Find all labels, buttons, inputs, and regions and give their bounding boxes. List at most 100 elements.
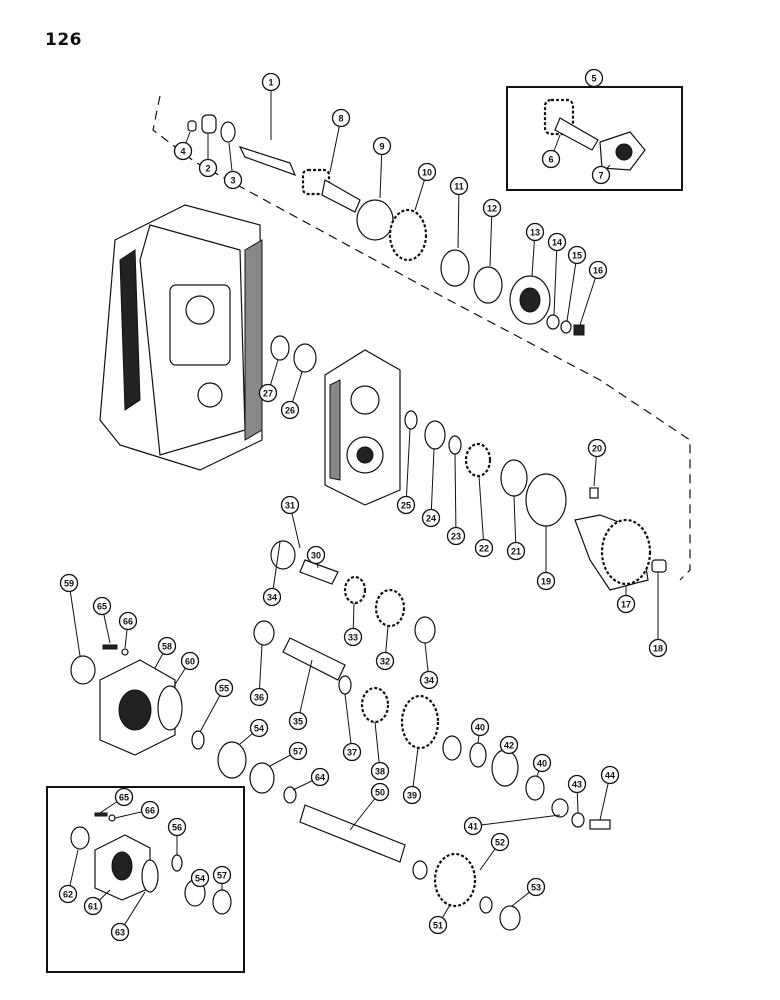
- callout-number: 66: [145, 806, 155, 816]
- callout-10: 10: [417, 162, 437, 182]
- part-9-plate: [356, 199, 394, 241]
- callout-number: 41: [468, 822, 478, 832]
- part-22-gear: [464, 442, 492, 478]
- part-62-seal: [70, 826, 90, 850]
- callout-circle: [547, 232, 567, 252]
- callout-circle: [288, 711, 308, 731]
- part-15-washer: [560, 320, 572, 334]
- part-37-ring: [338, 675, 352, 695]
- callout-number: 57: [217, 871, 227, 881]
- callout-26: 26: [280, 400, 300, 420]
- callout-circle: [198, 158, 218, 178]
- callout-number: 14: [552, 238, 562, 248]
- callout-circle: [470, 717, 490, 737]
- transmission-housing: [99, 204, 263, 471]
- part-35-shaft: [282, 637, 346, 681]
- callout-circle: [180, 651, 200, 671]
- inset-box-alternate-parts: [46, 786, 245, 973]
- callout-number: 22: [479, 544, 489, 554]
- part-41-bearing: [442, 735, 462, 761]
- callout-circle: [474, 538, 494, 558]
- part-41b-washer: [551, 798, 569, 818]
- part-58-bore: [118, 689, 152, 731]
- callout-9: 9: [372, 136, 392, 156]
- part-44-bolt: [589, 819, 611, 830]
- part-4-ring: [187, 120, 197, 132]
- callout-circle: [262, 587, 282, 607]
- part-57-ring: [249, 762, 275, 794]
- part-56-ring: [171, 854, 183, 872]
- part-24-bearing: [424, 420, 446, 450]
- callout-5: 5: [584, 68, 604, 88]
- callout-circle: [600, 765, 620, 785]
- callout-number: 53: [531, 883, 541, 893]
- part-39-gear: [400, 694, 440, 750]
- callout-32: 32: [375, 651, 395, 671]
- callout-number: 39: [407, 791, 417, 801]
- part-50-output-shaft: [299, 804, 406, 863]
- callout-22: 22: [474, 538, 494, 558]
- part-17-ring-gear: [600, 518, 652, 586]
- callout-63: 63: [110, 922, 130, 942]
- callout-circle: [118, 611, 138, 631]
- callout-58: 58: [157, 636, 177, 656]
- callout-labels: 1234567891011121314151617181920212223242…: [58, 68, 668, 942]
- callout-number: 44: [605, 771, 615, 781]
- callout-number: 10: [422, 168, 432, 178]
- callout-number: 37: [347, 748, 357, 758]
- callout-circle: [173, 141, 193, 161]
- front-cover-plate: [324, 349, 401, 506]
- part-66-washer: [121, 648, 129, 656]
- leader-line-37: [344, 693, 353, 753]
- callout-circle: [331, 108, 351, 128]
- callout-66: 66: [140, 800, 160, 820]
- leader-line-14: [553, 241, 558, 316]
- callout-66: 66: [118, 611, 138, 631]
- callout-number: 24: [426, 514, 436, 524]
- part-42-bearing: [491, 749, 519, 787]
- part-38-gear: [360, 686, 390, 724]
- callout-36: 36: [249, 687, 269, 707]
- part-33-bearing: [343, 575, 367, 605]
- callout-12: 12: [482, 198, 502, 218]
- part-1-shaft: [238, 145, 297, 177]
- part-25-ring: [404, 410, 418, 430]
- callout-circle: [372, 136, 392, 156]
- leader-line-24: [430, 448, 435, 519]
- callout-54: 54: [249, 718, 269, 738]
- callout-number: 20: [592, 444, 602, 454]
- callout-39: 39: [402, 785, 422, 805]
- callout-21: 21: [506, 541, 526, 561]
- callout-circle: [280, 495, 300, 515]
- callout-19: 19: [536, 571, 556, 591]
- callout-40: 40: [470, 717, 490, 737]
- callout-number: 19: [541, 577, 551, 587]
- callout-number: 12: [487, 204, 497, 214]
- callout-number: 5: [591, 74, 596, 84]
- callout-number: 7: [598, 171, 603, 181]
- part-52-ring: [412, 860, 428, 880]
- leader-line-15: [566, 254, 578, 322]
- part-32-gear: [374, 588, 406, 628]
- leader-line-59: [68, 582, 81, 657]
- part-13-drum-center: [519, 287, 541, 313]
- callout-circle: [482, 198, 502, 218]
- callout-circle: [490, 832, 510, 852]
- callout-number: 65: [119, 793, 129, 803]
- callout-15: 15: [567, 245, 587, 265]
- callout-42: 42: [499, 735, 519, 755]
- callout-number: 25: [401, 501, 411, 511]
- callout-circle: [258, 383, 278, 403]
- callout-number: 60: [185, 657, 195, 667]
- callout-number: 50: [375, 788, 385, 798]
- callout-2: 2: [198, 158, 218, 178]
- part-30-sleeve: [299, 559, 339, 585]
- leader-line-23: [454, 453, 457, 537]
- leader-line-8: [329, 117, 342, 173]
- callout-circle: [463, 816, 483, 836]
- part-40b-ring: [525, 775, 545, 801]
- part-34-washer: [270, 540, 296, 570]
- callout-57: 57: [212, 865, 232, 885]
- callout-13: 13: [525, 222, 545, 242]
- callout-circle: [280, 400, 300, 420]
